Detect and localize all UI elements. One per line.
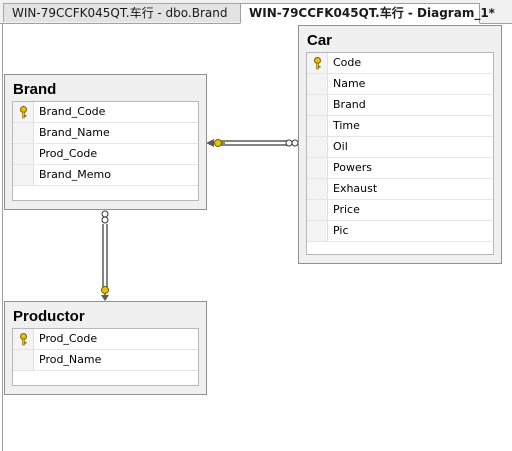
table-title: Car (307, 32, 333, 49)
column-name: Pic (333, 224, 349, 237)
column-row[interactable]: Oil (307, 137, 493, 158)
primary-key-icon (20, 106, 27, 119)
primary-key-icon (314, 57, 321, 70)
column-name: Time (333, 119, 360, 132)
column-name: Brand_Code (39, 105, 106, 118)
column-name: Brand_Memo (39, 168, 111, 181)
column-row[interactable]: Code (307, 53, 493, 74)
key-end-icon (101, 286, 109, 294)
relationship-car-brand[interactable] (206, 139, 299, 147)
column-name: Price (333, 203, 360, 216)
tab-dbo-brand[interactable]: WIN-79CCFK045QT.车行 - dbo.Brand (3, 3, 241, 22)
column-row[interactable]: Brand_Code (13, 102, 198, 123)
column-name: Brand (333, 98, 366, 111)
relationship-brand-productor[interactable] (101, 210, 109, 301)
column-list: Brand_Code Brand_Name Prod_Code Brand_Me… (12, 101, 199, 201)
column-row[interactable]: Time (307, 116, 493, 137)
column-row[interactable]: Powers (307, 158, 493, 179)
key-end-icon (214, 139, 222, 147)
table-car[interactable]: Car Code Name Brand Time Oil Powers Exha… (298, 25, 502, 264)
arrow-end-icon (206, 139, 214, 147)
column-name: Prod_Code (39, 147, 98, 160)
table-productor[interactable]: Productor Prod_Code Prod_Name (4, 301, 207, 395)
column-name: Oil (333, 140, 348, 153)
column-row[interactable]: Brand_Memo (13, 165, 198, 186)
column-name: Name (333, 77, 366, 90)
column-name: Exhaust (333, 182, 378, 195)
document-tab-strip: WIN-79CCFK045QT.车行 - dbo.Brand WIN-79CCF… (0, 0, 512, 24)
column-name: Brand_Name (39, 126, 110, 139)
column-row[interactable]: Exhaust (307, 179, 493, 200)
column-name: Prod_Name (39, 353, 102, 366)
column-row[interactable]: Brand_Name (13, 123, 198, 144)
infinity-end-icon (101, 210, 109, 218)
arrow-end-icon (101, 295, 109, 301)
primary-key-icon (20, 333, 27, 346)
column-name: Prod_Code (39, 332, 98, 345)
column-list: Prod_Code Prod_Name (12, 328, 199, 386)
column-row[interactable]: Brand (307, 95, 493, 116)
column-name: Code (333, 56, 362, 69)
tab-diagram-1[interactable]: WIN-79CCFK045QT.车行 - Diagram_1* (240, 3, 495, 24)
infinity-end-icon (285, 139, 293, 147)
column-list: Code Name Brand Time Oil Powers Exhaust … (306, 52, 494, 255)
table-title: Brand (13, 81, 57, 98)
column-row[interactable]: Prod_Code (13, 144, 198, 165)
column-name: Powers (333, 161, 372, 174)
table-title: Productor (13, 308, 85, 325)
column-row[interactable]: Price (307, 200, 493, 221)
column-row[interactable]: Prod_Name (13, 350, 198, 371)
table-brand[interactable]: Brand Brand_Code Brand_Name Prod_Code Br… (4, 74, 207, 210)
column-row[interactable]: Name (307, 74, 493, 95)
column-row[interactable]: Pic (307, 221, 493, 242)
column-row[interactable]: Prod_Code (13, 329, 198, 350)
